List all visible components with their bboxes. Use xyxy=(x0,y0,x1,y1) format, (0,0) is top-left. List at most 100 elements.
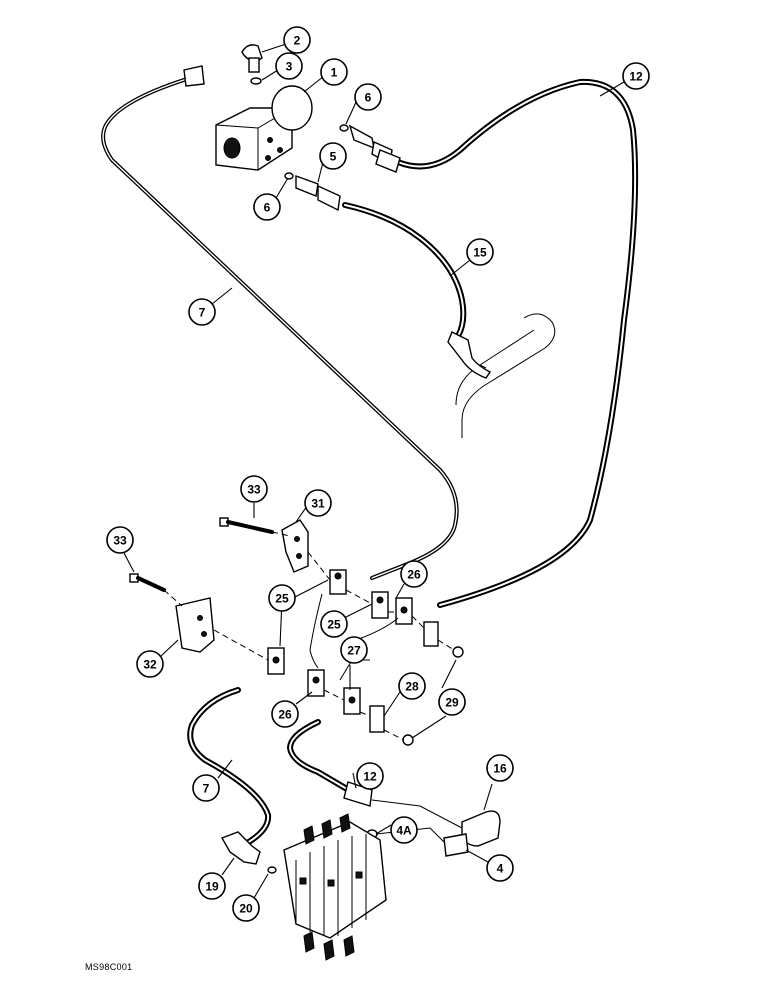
clamp-half-mid xyxy=(371,591,389,619)
callout-25: 25 xyxy=(268,584,296,612)
callout-label: 25 xyxy=(275,592,289,606)
callout-label: 16 xyxy=(493,762,507,776)
clamp-half-left xyxy=(267,647,285,675)
callout-circle xyxy=(304,489,332,517)
loop-25 xyxy=(309,593,323,669)
callout-33: 33 xyxy=(106,526,134,554)
callout-label: 6 xyxy=(264,201,271,215)
callout-circle xyxy=(398,672,426,700)
clamp-half-right xyxy=(395,597,413,625)
callout-label: 15 xyxy=(473,246,487,260)
elbow-fitting-2 xyxy=(241,44,263,73)
callout-label: 12 xyxy=(629,70,643,84)
callout-20: 20 xyxy=(232,894,260,922)
callout-circle xyxy=(486,854,514,882)
callout-label: 25 xyxy=(327,618,341,632)
adapter-fitting-19 xyxy=(220,831,261,865)
callout-5: 5 xyxy=(319,142,347,170)
callout-circle xyxy=(268,584,296,612)
callout-circle xyxy=(390,816,418,844)
callout-4a: 4A xyxy=(390,816,418,844)
callout-26: 26 xyxy=(400,560,428,588)
callout-3: 3 xyxy=(275,52,303,80)
callout-32: 32 xyxy=(136,650,164,678)
leader-lines xyxy=(123,43,625,899)
hose-12-lower xyxy=(287,719,355,795)
clamp-half-lower-right xyxy=(343,687,361,715)
callout-circle xyxy=(356,762,384,790)
callout-12: 12 xyxy=(622,62,650,90)
callout-circle xyxy=(188,298,216,326)
callout-29: 29 xyxy=(438,688,466,716)
callout-circle xyxy=(400,560,428,588)
callout-circle xyxy=(106,526,134,554)
callout-circle xyxy=(320,610,348,638)
callout-circle xyxy=(253,193,281,221)
callout-label: 27 xyxy=(347,644,361,658)
bracket-32 xyxy=(175,597,215,653)
callout-19: 19 xyxy=(198,872,226,900)
callout-2: 2 xyxy=(283,26,311,54)
callout-label: 7 xyxy=(199,306,206,320)
callout-circle xyxy=(354,83,382,111)
callout-circle xyxy=(320,58,348,86)
callout-31: 31 xyxy=(304,489,332,517)
callout-circle xyxy=(275,52,303,80)
adapter-fitting-lower xyxy=(284,172,341,212)
clamp-plate-28 xyxy=(369,705,385,733)
clamp-half-lower-mid xyxy=(307,669,325,697)
callout-27: 27 xyxy=(340,636,368,664)
callout-26: 26 xyxy=(271,700,299,728)
callout-4: 4 xyxy=(486,854,514,882)
callout-15: 15 xyxy=(466,238,494,266)
callout-circle xyxy=(198,872,226,900)
callout-label: 28 xyxy=(405,680,419,694)
bolt-33-lower xyxy=(129,573,183,607)
bracket-31 xyxy=(281,519,309,573)
adapter-fitting-4 xyxy=(443,833,469,857)
steering-motor xyxy=(215,85,313,171)
callout-label: 31 xyxy=(311,497,325,511)
clamp-half-upper xyxy=(329,569,347,595)
elbow-fitting-16 xyxy=(461,810,501,847)
callout-circle xyxy=(486,754,514,782)
callout-label: 3 xyxy=(286,60,293,74)
callout-circle xyxy=(240,475,268,503)
hose-15 xyxy=(342,202,467,339)
callout-label: 5 xyxy=(330,150,337,164)
clamp-half-far-right xyxy=(423,621,439,647)
hose-12-upper-fitting xyxy=(375,149,401,173)
callout-label: 2 xyxy=(294,34,301,48)
nut-29-upper xyxy=(452,646,464,658)
control-valve xyxy=(283,813,387,961)
callout-circle xyxy=(271,700,299,728)
callout-label: 33 xyxy=(113,534,127,548)
hose-15-end-fitting xyxy=(447,331,492,379)
callout-label: 26 xyxy=(278,708,292,722)
figure-code: MS98C001 xyxy=(85,962,133,972)
callout-label: 7 xyxy=(203,782,210,796)
callout-label: 12 xyxy=(363,770,377,784)
callout-1: 1 xyxy=(320,58,348,86)
line-16 xyxy=(371,799,463,829)
assembly-line-a xyxy=(213,551,455,741)
callout-label: 29 xyxy=(445,696,459,710)
callout-circle xyxy=(438,688,466,716)
callout-28: 28 xyxy=(398,672,426,700)
callout-label: 4 xyxy=(497,862,504,876)
callout-circle xyxy=(340,636,368,664)
callout-6: 6 xyxy=(253,193,281,221)
callout-33: 33 xyxy=(240,475,268,503)
nut-29-lower xyxy=(402,734,414,746)
callout-label: 1 xyxy=(331,66,338,80)
callout-circle xyxy=(136,650,164,678)
callout-label: 19 xyxy=(205,880,219,894)
callout-label: 4A xyxy=(396,824,412,838)
o-ring-20 xyxy=(267,866,277,874)
tube-7-upper xyxy=(101,76,459,580)
callout-circle xyxy=(319,142,347,170)
callout-25: 25 xyxy=(320,610,348,638)
callout-12: 12 xyxy=(356,762,384,790)
callout-circle xyxy=(466,238,494,266)
